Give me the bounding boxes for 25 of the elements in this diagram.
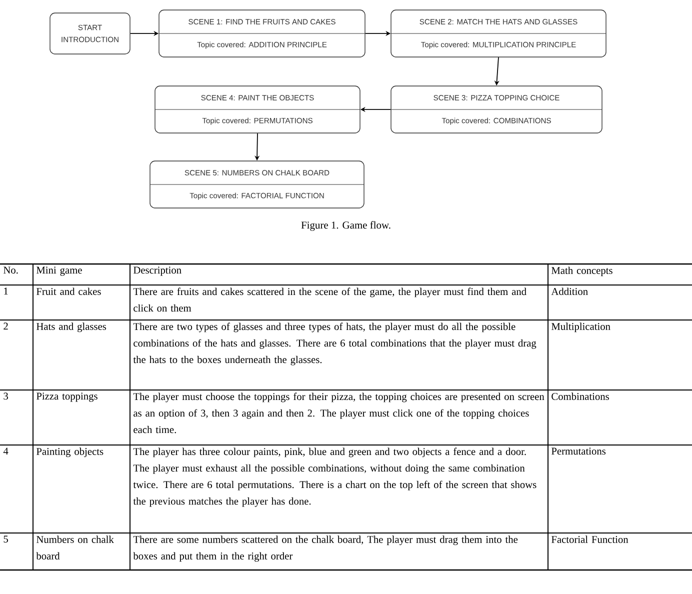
table-cell: Combinations — [552, 392, 609, 400]
table-cell: Permutations — [552, 448, 606, 455]
table-cell: Addition — [551, 288, 588, 295]
table-cell: Fruit and cakes — [36, 288, 101, 295]
table-cell: Multiplication — [552, 322, 610, 332]
table-cell: There are fruits and cakes scattered in the scene of the game, the player must find them and click on them — [133, 288, 526, 312]
table-cell: There are some numbers scattered on the chalk board, The player must drag them into the boxes and put them in the right order — [133, 536, 518, 562]
table-cell: 5 — [4, 536, 8, 543]
table-cell: Factorial Function — [552, 536, 628, 543]
table-header: Mini game — [36, 266, 82, 276]
table-cell: 1 — [4, 288, 8, 295]
table-cell: Painting objects — [36, 448, 104, 458]
table-cell: Numbers on chalk board — [36, 536, 114, 560]
table-cell: Hats and glasses — [36, 322, 106, 332]
table-header: No. — [4, 266, 18, 274]
table-header: Description — [134, 266, 182, 276]
table-header: Math concepts — [552, 266, 612, 276]
table-cell: 3 — [4, 392, 8, 400]
table-cell: The player has three colour paints, pink, blue and green and two objects a fence and a door. The player must exhaust all the possible combinations, without doing the same combination twice. There are 6 total permutations. There is a chart on the top left of the screen that shows the previous matches the player has done. — [133, 448, 536, 507]
table-cell: The player must choose the toppings for their pizza, the topping choices are presented on screen as an option of 3, then 3 again and then 2. The player must click one of the topping choices each time. — [133, 392, 544, 434]
table-cell: There are two types of glasses and three types of hats, the player must do all the possible combinations of the hats and glasses. There are 6 total combinations that the player must drag the hats to the boxes underneath the glasses. — [133, 322, 536, 366]
table-cell: 2 — [4, 322, 8, 330]
table-cell: 4 — [3, 448, 8, 454]
table-cell: Pizza toppings — [36, 392, 98, 402]
figure-caption: Figure 1. Game flow. — [301, 221, 390, 231]
